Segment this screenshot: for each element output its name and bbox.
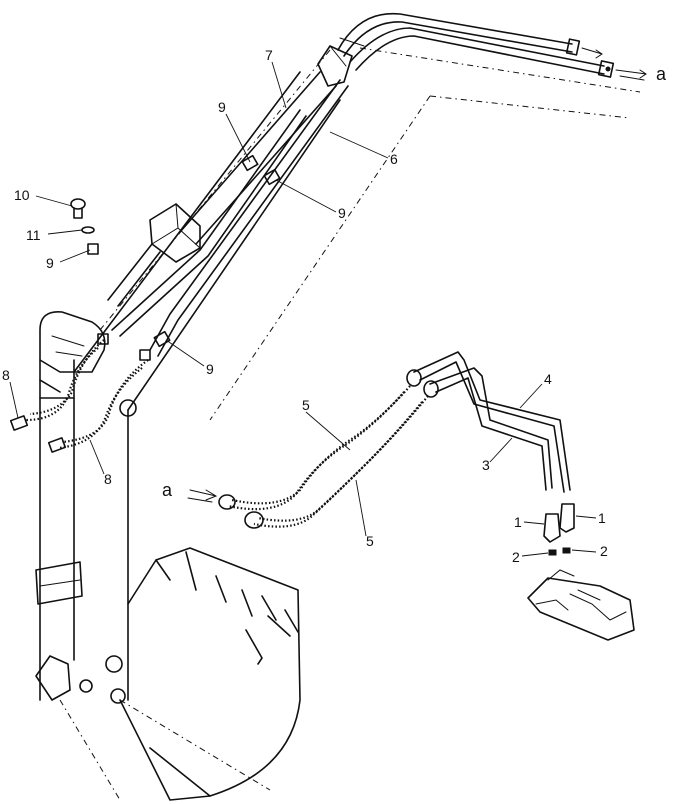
callout-1-left: 1	[514, 514, 522, 530]
arm-body	[35, 37, 365, 704]
part-callouts: 7 9 6 9 10 11 9 9 8 8 5 5 4 3 1 1 2 2	[2, 47, 608, 565]
callout-9-top: 9	[218, 99, 226, 115]
connection-marks: a a	[162, 64, 667, 500]
leader-lines	[9, 61, 597, 557]
callout-5-bottom: 5	[366, 533, 374, 549]
clamp-parts	[87, 154, 281, 348]
callout-4: 4	[544, 371, 552, 387]
callout-11: 11	[26, 227, 41, 243]
callout-9-left: 9	[46, 255, 54, 271]
arm-hoses	[9, 333, 151, 453]
bucket	[59, 547, 301, 801]
callout-8-left: 8	[2, 367, 10, 383]
callout-7: 7	[265, 47, 273, 63]
callout-9-right: 9	[338, 205, 346, 221]
callout-5-top: 5	[302, 397, 310, 413]
callout-10: 10	[14, 187, 30, 203]
boom-outline	[99, 47, 641, 421]
bolt-and-washer	[70, 198, 95, 234]
boom-top-pipes	[337, 12, 647, 81]
steel-pipes	[406, 351, 571, 493]
callout-3: 3	[482, 457, 490, 473]
callout-1-right: 1	[598, 510, 606, 526]
connection-mark-a-middle: a	[162, 480, 173, 500]
callout-2-right: 2	[600, 543, 608, 559]
lower-hoses	[187, 385, 429, 529]
callout-6: 6	[390, 151, 398, 167]
fittings-and-valve	[527, 503, 635, 641]
callout-8-bottom: 8	[104, 471, 112, 487]
connection-mark-a-top: a	[656, 64, 667, 84]
callout-9-middle: 9	[206, 361, 214, 377]
callout-2-left: 2	[512, 549, 520, 565]
